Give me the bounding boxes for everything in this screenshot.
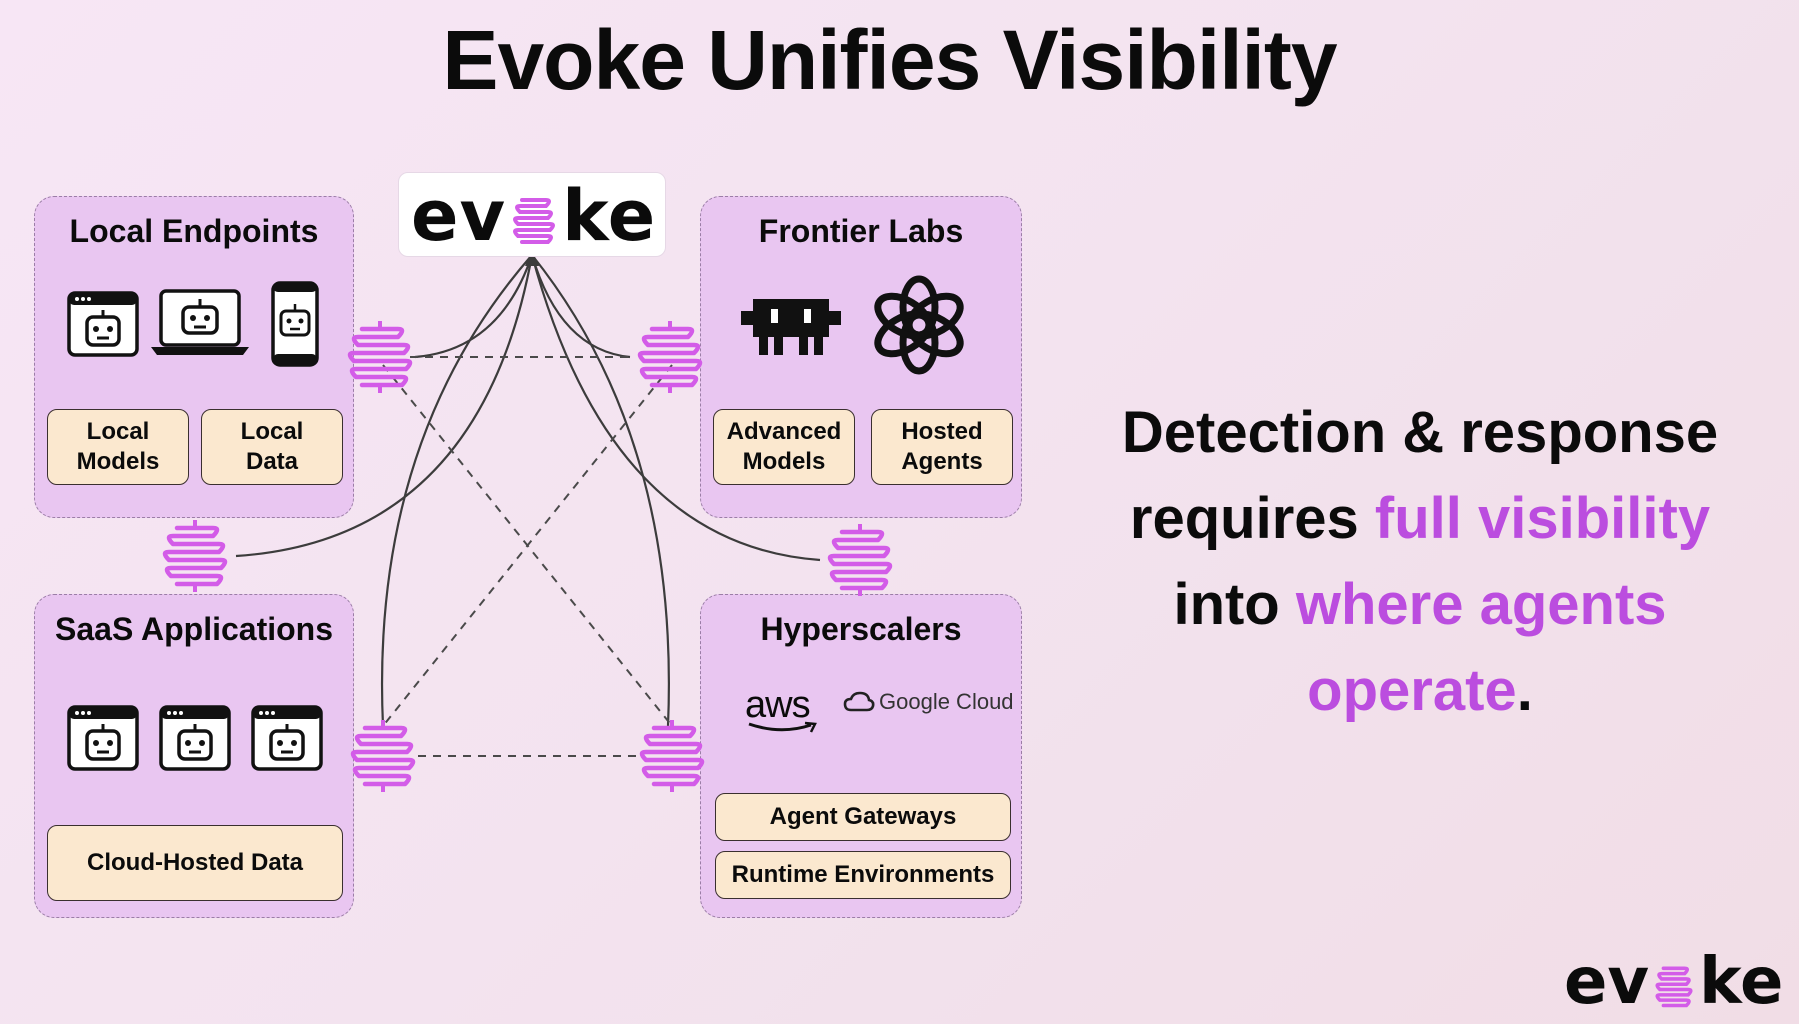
page-title: Evoke Unifies Visibility <box>442 13 1337 107</box>
panel-saas-applications: SaaS Applications Cloud-Hosted Data <box>34 594 354 918</box>
center-logo-wordmark: ev ke <box>411 173 656 258</box>
curve-saas-top <box>235 254 534 558</box>
panel-title-hyperscalers: Hyperscalers <box>760 611 962 647</box>
dashed-diag-2 <box>382 364 673 727</box>
evoke-coil-icon <box>513 197 556 244</box>
cloud-icon <box>843 691 875 712</box>
curve-frontier <box>530 254 631 359</box>
openai-logo-icon <box>874 275 964 375</box>
browser-robot-icon <box>67 291 139 357</box>
statement-line-3-plain: into <box>1173 572 1296 637</box>
chip-local-models: Local Models <box>47 409 189 485</box>
aws-logo-text: aws <box>745 684 811 726</box>
aws-smile-icon <box>748 721 817 733</box>
footer-evoke-logo: ev ke <box>1564 944 1783 1020</box>
chip-local-data: Local Data <box>201 409 343 485</box>
statement-line-2: requires full visibility <box>1090 476 1750 562</box>
panel-title-frontier-labs: Frontier Labs <box>758 213 964 249</box>
footer-logo-text-right: ke <box>1699 945 1784 1019</box>
coil-node-frontier-labs <box>640 321 700 393</box>
google-cloud-text: Google Cloud <box>879 689 1014 714</box>
laptop-robot-icon <box>151 289 249 355</box>
saas-app-icon-3 <box>251 705 323 771</box>
phone-robot-icon <box>271 281 319 367</box>
panel-local-endpoints: Local Endpoints Local Models Local Data <box>34 196 354 518</box>
panel-title-saas: SaaS Applications <box>55 611 333 647</box>
statement-line-4: operate. <box>1090 648 1750 734</box>
curve-hyperscalers-top <box>530 254 821 562</box>
chip-cloud-hosted-data: Cloud-Hosted Data <box>47 825 343 901</box>
statement-text: Detection & response requires full visib… <box>1090 390 1750 734</box>
statement-line-3-accent: where agents <box>1295 572 1667 637</box>
coil-node-saas-top <box>165 520 225 592</box>
chip-advanced-models: Advanced Models <box>713 409 855 485</box>
statement-line-4-plain: . <box>1516 658 1533 723</box>
chip-hosted-agents: Hosted Agents <box>871 409 1013 485</box>
curve-local-endpoints <box>414 254 534 359</box>
statement-line-2-accent: full visibility <box>1374 486 1711 551</box>
google-cloud-logo: Google Cloud <box>843 687 1014 717</box>
statement-line-3: into where agents <box>1090 562 1750 648</box>
curve-hyperscalers-bottom <box>531 254 670 727</box>
chip-agent-gateways: Agent Gateways <box>715 793 1011 841</box>
logo-text-right: ke <box>562 174 657 257</box>
curve-saas-bottom <box>380 254 533 727</box>
center-evoke-logo: ev ke <box>398 172 666 257</box>
saas-app-icon-1 <box>67 705 139 771</box>
coil-node-local-endpoints <box>350 321 410 393</box>
statement-line-4-accent: operate <box>1307 658 1517 723</box>
statement-line-1: Detection & response <box>1121 400 1719 465</box>
chip-runtime-environments: Runtime Environments <box>715 851 1011 899</box>
logo-text-left: ev <box>411 174 507 257</box>
footer-evoke-coil-icon <box>1655 966 1693 1008</box>
coil-node-hyperscalers-top <box>830 524 890 596</box>
statement-line-2-plain: requires <box>1129 486 1375 551</box>
coil-node-hyperscalers-bottom <box>642 720 702 792</box>
frontier-model-icon <box>741 299 841 355</box>
footer-logo-text-left: ev <box>1564 945 1650 1019</box>
panel-title-local-endpoints: Local Endpoints <box>69 213 319 249</box>
aws-logo: aws <box>745 685 825 737</box>
panel-frontier-labs: Frontier Labs Advanced Models Hosted Age… <box>700 196 1022 518</box>
arrow-head <box>525 250 539 266</box>
saas-app-icon-2 <box>159 705 231 771</box>
coil-node-saas-bottom <box>353 720 413 792</box>
panel-hyperscalers: Hyperscalers aws Google Cloud Agent Gate… <box>700 594 1022 918</box>
